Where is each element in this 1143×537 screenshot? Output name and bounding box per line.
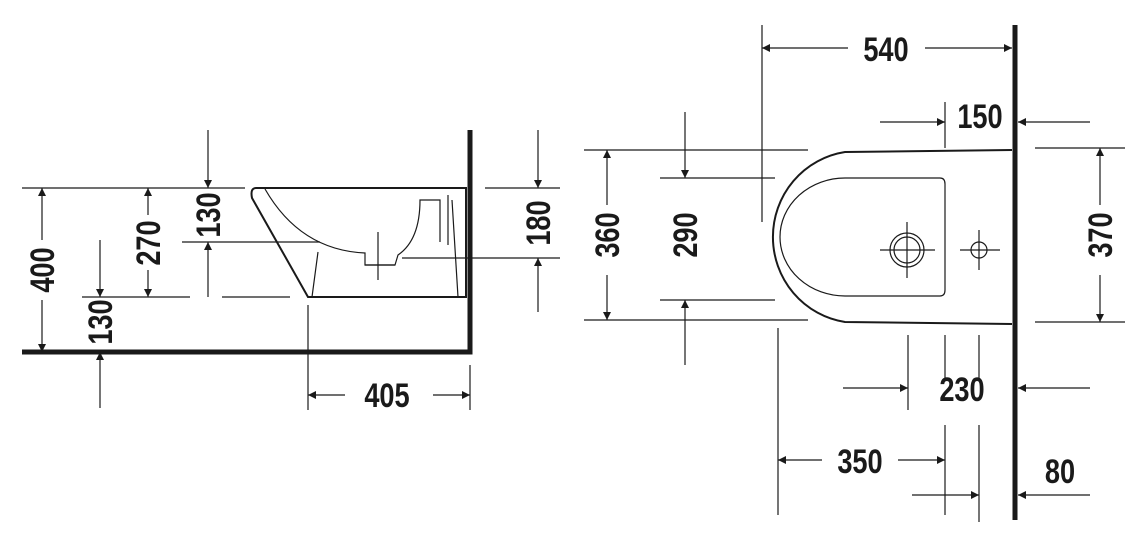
dim-drain-to-rim: 130 — [189, 192, 228, 237]
top-view: 540 150 360 290 370 230 350 80 — [584, 25, 1125, 522]
dim-bowl-front-to-drain: 350 — [837, 442, 882, 481]
dim-wall-offset: 80 — [1045, 452, 1075, 491]
dim-wall-width: 370 — [1081, 212, 1120, 257]
dim-projection: 405 — [364, 376, 409, 415]
bidet-top-outline — [771, 149, 1013, 325]
floor-and-wall — [22, 130, 473, 355]
dim-total-height: 400 — [23, 247, 62, 292]
dim-bowl-width: 290 — [666, 212, 705, 257]
side-view: 400 130 270 130 180 405 — [22, 130, 560, 415]
dim-bottom-to-rim: 270 — [129, 220, 168, 265]
dim-outer-width: 360 — [588, 212, 627, 257]
bidet-side-outline — [250, 187, 467, 298]
dim-overall-length: 540 — [863, 30, 908, 69]
dim-tap-hole-from-wall: 150 — [957, 97, 1002, 136]
dim-drain-from-wall: 230 — [939, 370, 984, 409]
dim-wall-connection: 180 — [519, 200, 558, 245]
dim-floor-to-bottom: 130 — [81, 299, 120, 344]
